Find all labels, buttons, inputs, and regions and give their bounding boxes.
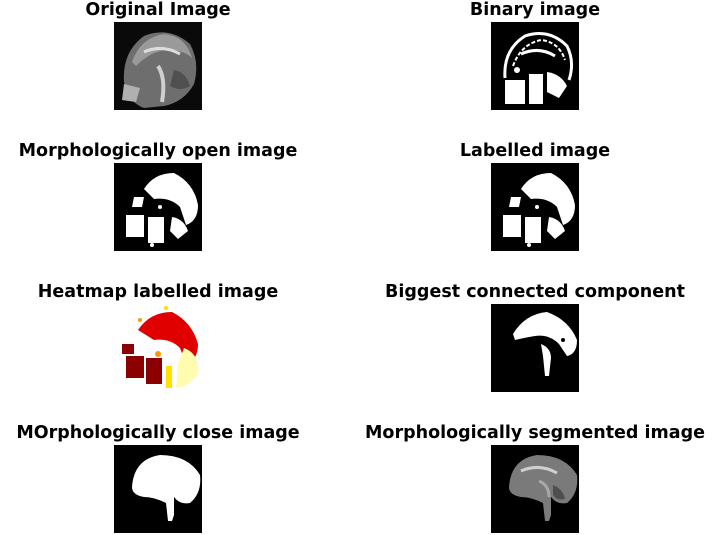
morph-segmented-image	[491, 445, 579, 533]
labelled-image	[491, 163, 579, 251]
panel-title-close: MOrphologically close image	[16, 423, 300, 443]
panel-title-open: Morphologically open image	[18, 141, 298, 161]
panel-title-labelled: Labelled image	[459, 141, 611, 161]
panel-title-original: Original Image	[85, 0, 231, 20]
biggest-component-image	[491, 304, 579, 392]
morph-open-image	[114, 163, 202, 251]
heatmap-labelled-image	[114, 304, 202, 392]
morph-close-image	[114, 445, 202, 533]
panel-title-segmented: Morphologically segmented image	[365, 423, 705, 443]
panel-title-biggest: Biggest connected component	[385, 282, 685, 302]
original-image	[114, 22, 202, 110]
binary-image	[491, 22, 579, 110]
panel-title-heatmap: Heatmap labelled image	[37, 282, 279, 302]
panel-title-binary: Binary image	[469, 0, 601, 20]
